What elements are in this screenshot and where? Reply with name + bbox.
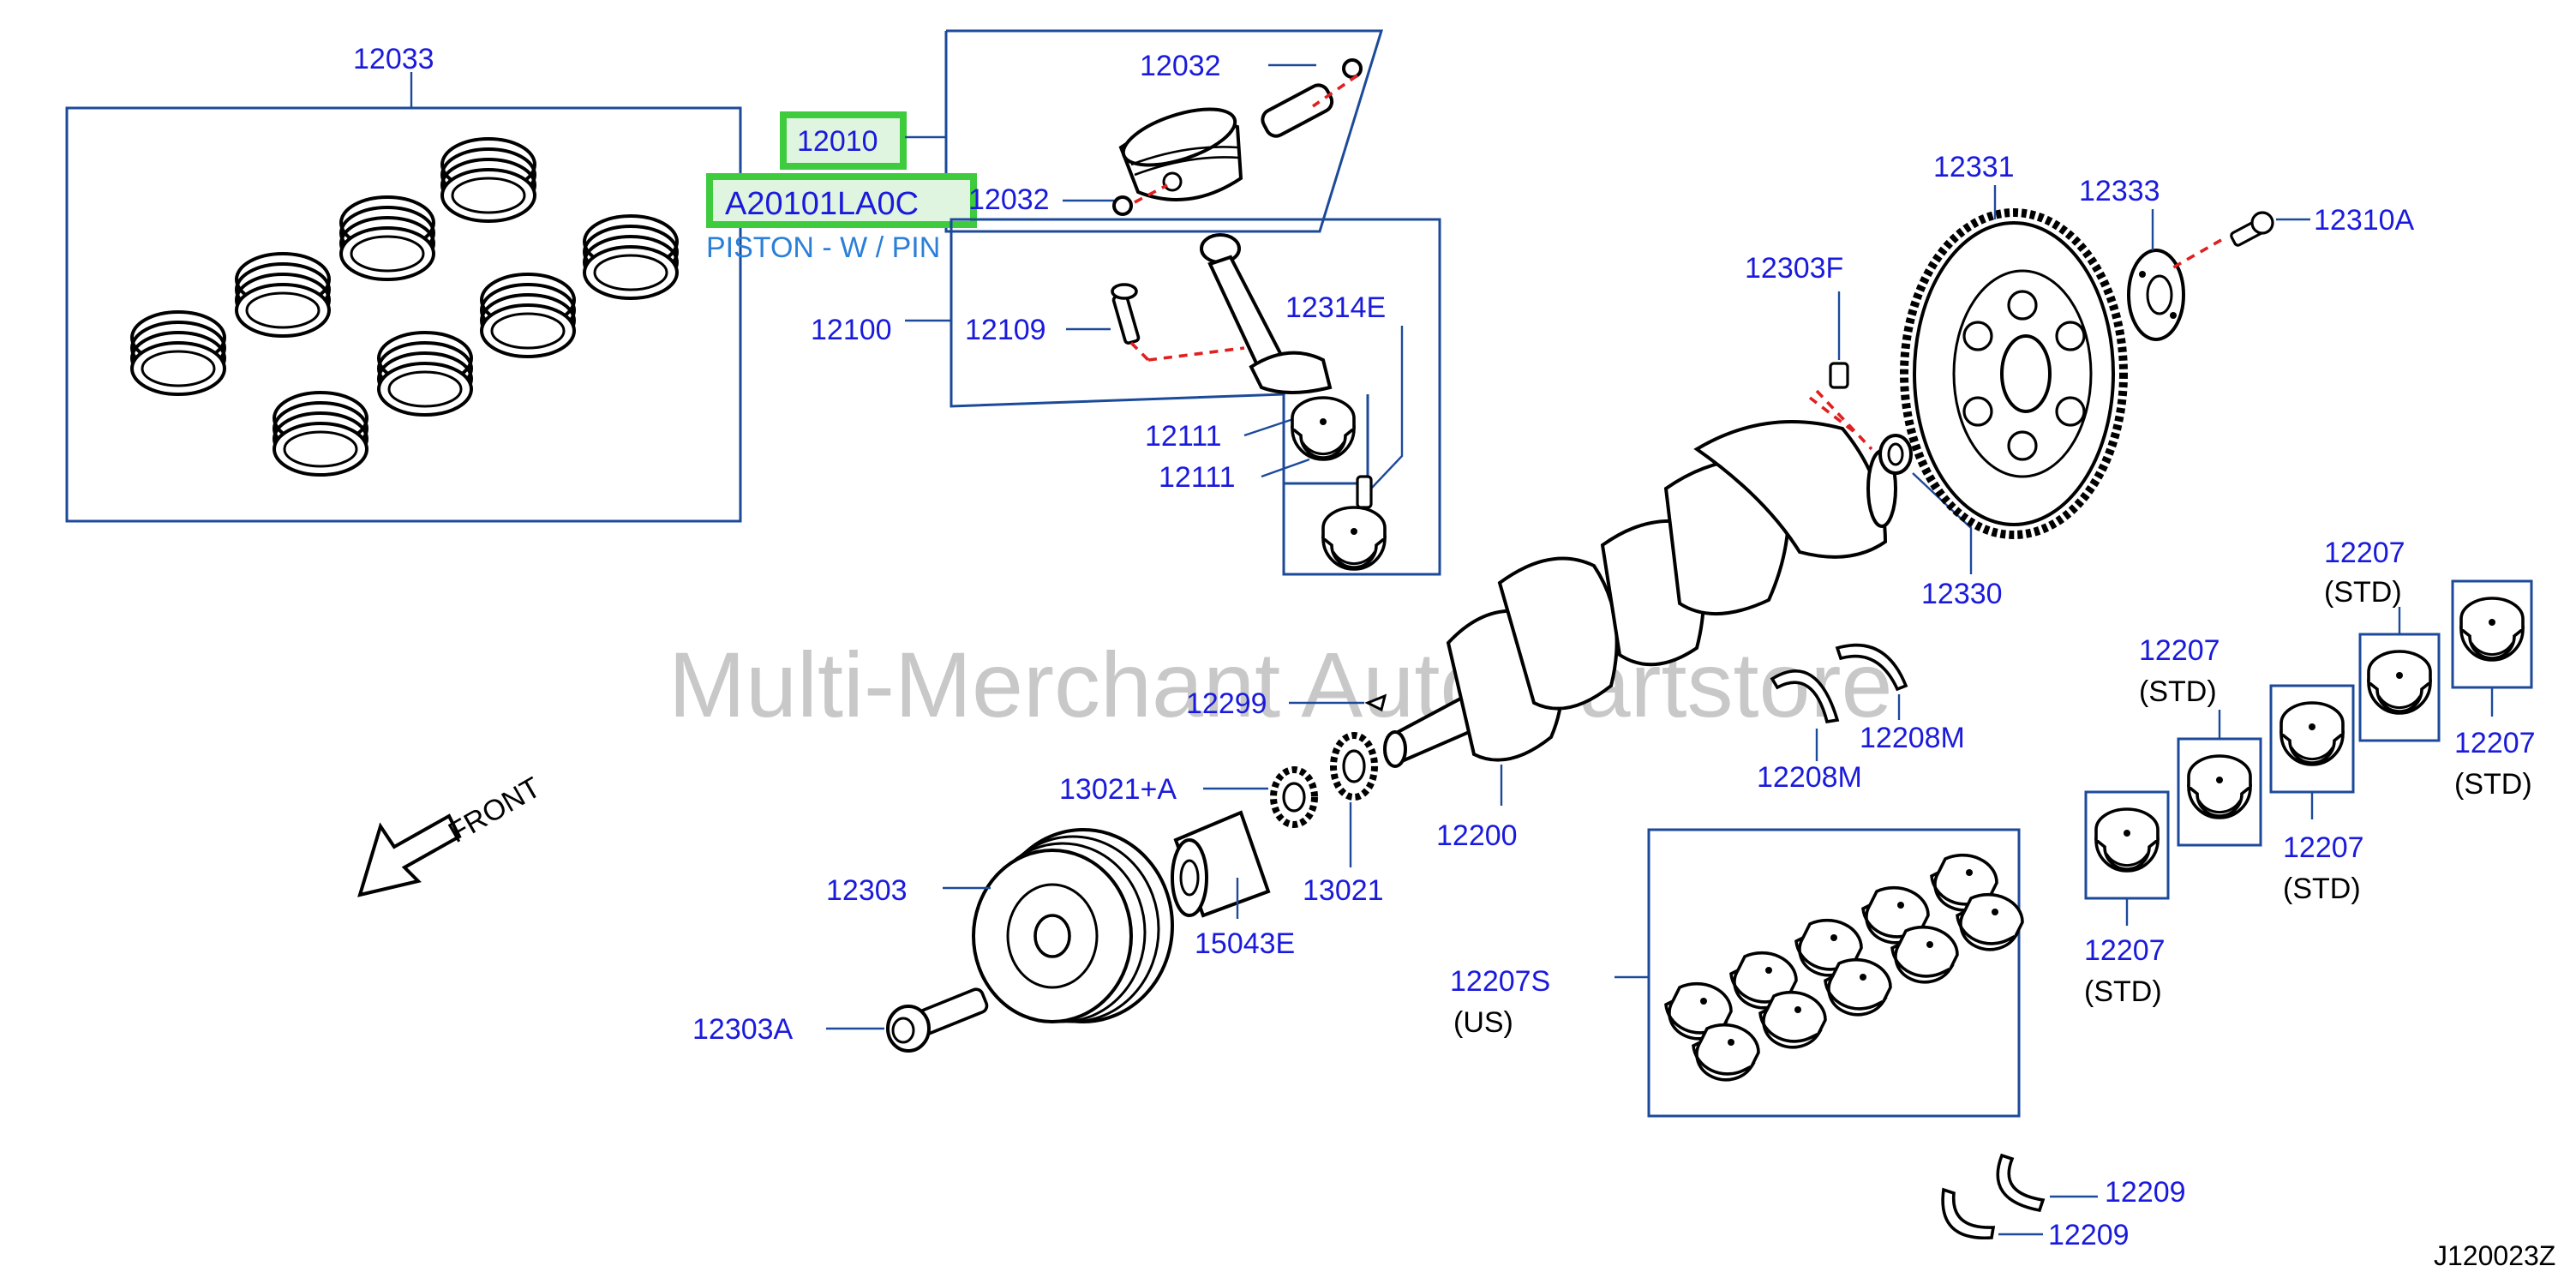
piston-ring-set-box	[65, 106, 742, 523]
front-label: FRONT	[443, 771, 546, 849]
part-label-12200[interactable]: 12200	[1436, 819, 1518, 852]
main-bearing-2[interactable]	[2187, 754, 2252, 819]
main-bearing-1[interactable]	[2094, 807, 2160, 873]
part-label-12209-lower[interactable]: 12209	[2048, 1219, 2130, 1251]
part-label-12207-2[interactable]: 12207	[2139, 634, 2220, 667]
main-bearing-4[interactable]	[2367, 650, 2432, 715]
piston-assembly-box	[944, 29, 1384, 233]
piston-ring-set[interactable]	[440, 137, 536, 223]
main-bearing-3[interactable]	[2279, 701, 2345, 766]
part-label-13021[interactable]: 13021	[1303, 874, 1384, 907]
part-number-highlight	[706, 173, 977, 228]
part-label-12330[interactable]: 12330	[1921, 578, 2003, 610]
part-label-12209-upper[interactable]: 12209	[2105, 1176, 2186, 1209]
part-description: PISTON - W / PIN	[706, 231, 940, 264]
part-label-12100[interactable]: 12100	[811, 314, 892, 346]
part-label-12207-4[interactable]: 12207	[2324, 537, 2405, 569]
crankshaft-drawing[interactable]	[1383, 362, 1913, 768]
part-label-12207-5-note: (STD)	[2454, 768, 2532, 801]
main-bearing-set-drawing[interactable]	[1664, 853, 2024, 1082]
part-number[interactable]: A20101LA0C	[725, 186, 919, 222]
part-label-12032-bottom[interactable]: 12032	[968, 183, 1050, 216]
part-label-15043e[interactable]: 15043E	[1195, 927, 1295, 960]
part-label-12331[interactable]: 12331	[1933, 151, 2015, 183]
part-label-12299[interactable]: 12299	[1186, 687, 1267, 720]
main-bearing-set-box	[1647, 828, 2021, 1118]
part-label-12207-5[interactable]: 12207	[2454, 727, 2536, 759]
part-label-12208m-right[interactable]: 12208M	[1860, 722, 1965, 754]
part-label-12303a[interactable]: 12303A	[692, 1013, 794, 1046]
thrust-washer-12209-drawing[interactable]	[1941, 1153, 2046, 1239]
part-label-12032-top[interactable]: 12032	[1140, 50, 1221, 82]
part-label-13021a[interactable]: 13021+A	[1059, 773, 1177, 806]
selected-part-highlight	[780, 111, 907, 170]
crank-spacer-drawing[interactable]	[1171, 810, 1271, 918]
diagram-code: J120023Z	[2434, 1240, 2555, 1271]
part-label-12208m-left[interactable]: 12208M	[1757, 761, 1862, 794]
part-label-12303[interactable]: 12303	[826, 874, 908, 907]
part-label-12111-upper[interactable]: 12111	[1145, 420, 1222, 453]
part-label-12207s[interactable]: 12207S	[1450, 965, 1550, 998]
flywheel-plate-drawing[interactable]	[2127, 249, 2185, 341]
front-direction-arrow	[357, 813, 462, 897]
watermark: Multi-Merchant Auto Partstore	[668, 633, 1893, 736]
crank-pulley-bolt-drawing[interactable]	[886, 987, 989, 1053]
crank-sprocket-drawing[interactable]	[1270, 732, 1378, 828]
part-label-12207-1-note: (STD)	[2084, 975, 2162, 1008]
main-bearing-5[interactable]	[2459, 597, 2525, 662]
part-label-12010[interactable]: 12010	[797, 125, 878, 158]
piston-drawing[interactable]	[1112, 58, 1363, 216]
part-label-12109[interactable]: 12109	[965, 314, 1046, 346]
part-label-12310a[interactable]: 12310A	[2314, 204, 2415, 237]
part-label-12207-3[interactable]: 12207	[2283, 831, 2364, 864]
part-label-12303f[interactable]: 12303F	[1745, 252, 1843, 285]
part-label-12314e[interactable]: 12314E	[1285, 291, 1386, 324]
part-label-12207s-note: (US)	[1453, 1006, 1513, 1039]
part-label-12333[interactable]: 12333	[2079, 175, 2160, 207]
part-label-12207-4-note: (STD)	[2324, 576, 2402, 609]
thrust-washer-drawing[interactable]	[1770, 643, 1908, 724]
flywheel-drawing[interactable]	[1900, 208, 2128, 539]
part-label-12207-2-note: (STD)	[2139, 675, 2217, 708]
connecting-rod-drawing[interactable]	[1111, 233, 1387, 571]
part-label-12033[interactable]: 12033	[353, 43, 434, 75]
crank-pulley-drawing[interactable]	[972, 828, 1174, 1023]
part-label-12207-1[interactable]: 12207	[2084, 934, 2166, 967]
connecting-rod-box	[950, 218, 1441, 576]
flywheel-bolt-drawing[interactable]	[2172, 211, 2274, 269]
part-label-12207-3-note: (STD)	[2283, 873, 2361, 905]
part-label-12111-lower[interactable]: 12111	[1159, 461, 1236, 494]
